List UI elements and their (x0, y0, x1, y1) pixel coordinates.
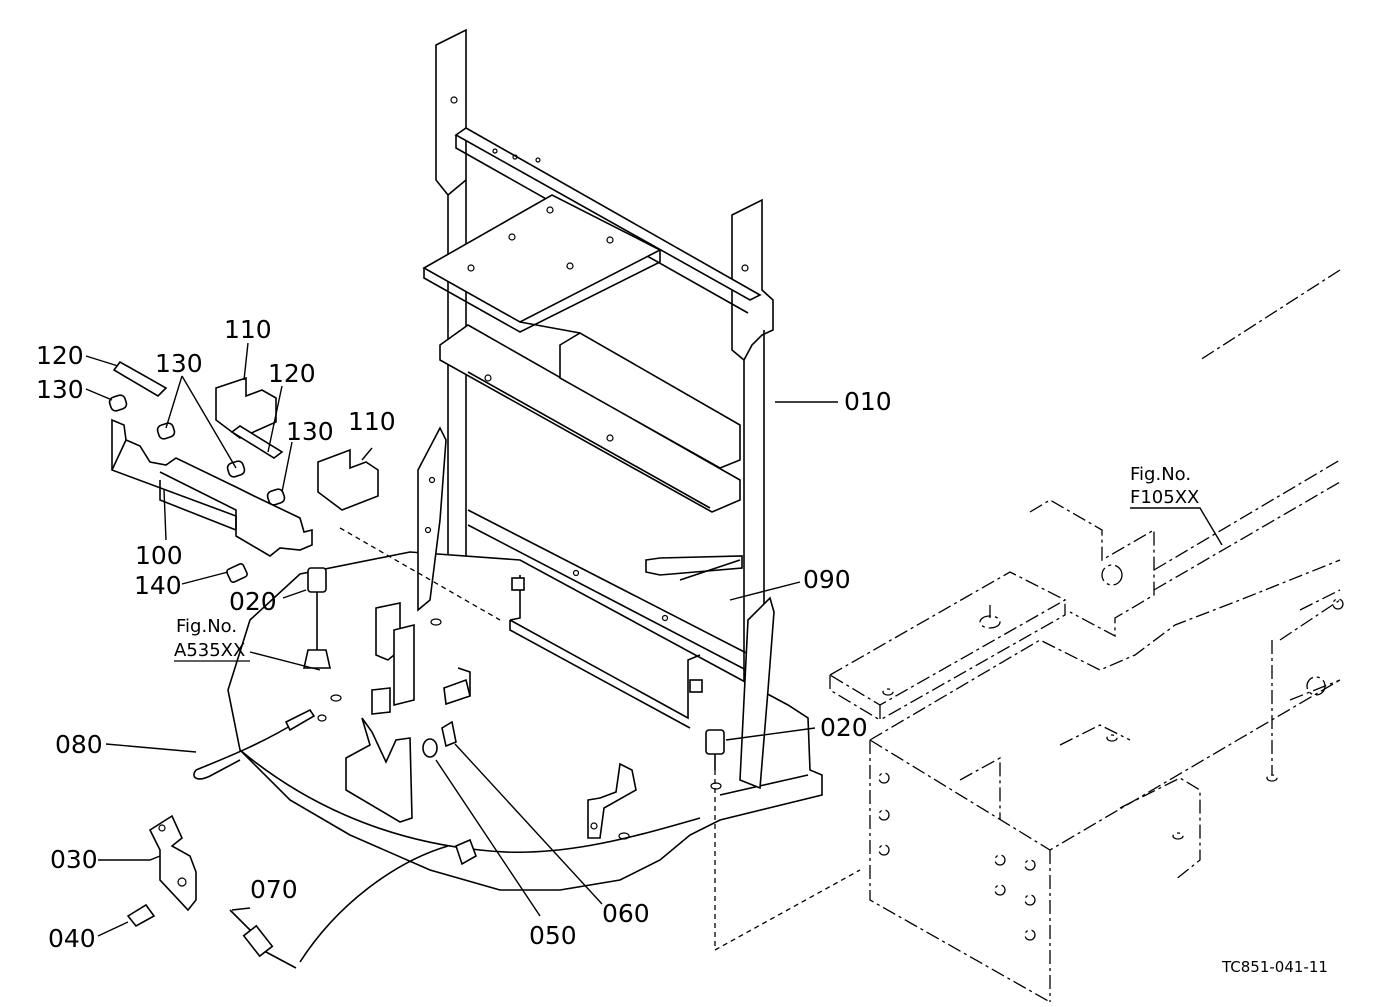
leader-lines (85, 342, 1223, 937)
callout-060: 060 (602, 899, 650, 928)
callout-110-right: 110 (348, 407, 396, 436)
spring-070 (229, 838, 477, 969)
fig-ref-a535xx-title: Fig.No. (176, 616, 237, 637)
fig-ref-a535xx-number: A535XX (174, 640, 245, 661)
bolt-020-upper (303, 567, 331, 669)
pin-040 (126, 903, 156, 928)
bolt-020-lower (705, 729, 725, 950)
callout-080: 080 (55, 730, 103, 759)
frame-assembly (422, 28, 774, 770)
bolt-140 (226, 563, 248, 583)
callout-020-lower: 020 (820, 713, 868, 742)
callout-020-upper: 020 (229, 587, 277, 616)
callout-120-right: 120 (268, 359, 316, 388)
fig-ref-f105xx: Fig.No. F105XX (1130, 464, 1199, 508)
fig-ref-f105xx-number: F105XX (1130, 487, 1199, 508)
callout-030: 030 (50, 845, 98, 874)
callout-labels: 010 020 020 030 040 050 060 070 080 090 … (36, 315, 892, 953)
clip-060 (441, 720, 457, 748)
callout-140: 140 (134, 571, 182, 600)
tray-100 (111, 418, 313, 557)
callout-120-left: 120 (36, 341, 84, 370)
callout-050: 050 (529, 921, 577, 950)
latch-030 (148, 814, 197, 912)
fig-ref-f105xx-title: Fig.No. (1130, 464, 1191, 485)
callout-130-left: 130 (36, 375, 84, 404)
cable-080 (193, 708, 316, 780)
rods-120 (112, 360, 284, 459)
callout-130-center: 130 (155, 349, 203, 378)
drawing-code: TC851-041-11 (1221, 958, 1328, 976)
callout-040: 040 (48, 924, 96, 953)
pins-130 (108, 394, 286, 506)
center-line (339, 527, 861, 951)
callout-010: 010 (844, 387, 892, 416)
callout-070: 070 (250, 875, 298, 904)
chassis-dashed (828, 269, 1344, 1003)
fig-ref-a535xx: Fig.No. A535XX (174, 616, 250, 662)
callout-130-right: 130 (286, 417, 334, 446)
callout-100: 100 (135, 541, 183, 570)
callout-090: 090 (803, 565, 851, 594)
floor-plate (227, 426, 823, 891)
callout-110-left: 110 (224, 315, 272, 344)
washer-050 (422, 738, 438, 758)
blocks-110 (215, 376, 379, 511)
